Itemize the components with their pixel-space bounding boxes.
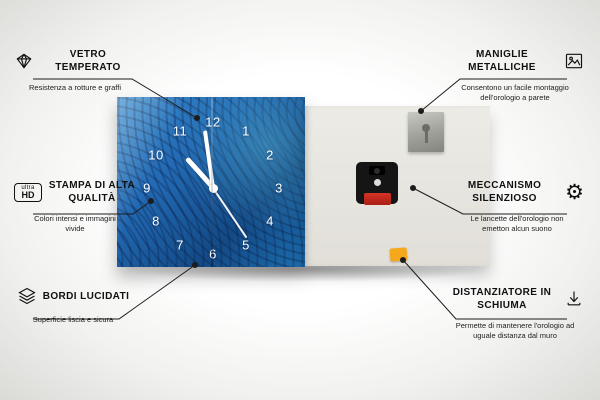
clock-number: 2 <box>266 147 274 163</box>
mechanism-stem <box>374 179 381 186</box>
clock-number: 3 <box>275 180 283 196</box>
clock-number: 6 <box>209 246 217 262</box>
callout-title: MANIGLIE METALLICHE <box>468 49 536 73</box>
hanger-keyhole <box>422 124 430 132</box>
callout-title: MECCANISMO SILENZIOSO <box>467 180 542 204</box>
callout-title: DISTANZIATORE IN SCHIUMA <box>452 287 552 311</box>
clock-number: 5 <box>242 237 250 253</box>
clock-face-front: 12 1 2 3 4 5 6 7 8 9 10 11 <box>117 97 305 267</box>
clock-mechanism <box>356 162 398 205</box>
callout-header: ⚙ MECCANISMO SILENZIOSO <box>450 179 584 205</box>
clock-hour-hand <box>184 156 216 190</box>
callout-header: ultra HD STAMPA DI ALTA QUALITÀ <box>14 179 136 205</box>
callout-header: BORDI LUCIDATI <box>14 286 132 306</box>
foam-spacer <box>389 247 408 262</box>
gear-icon: ⚙ <box>565 180 584 204</box>
callout-title: BORDI LUCIDATI <box>42 290 130 302</box>
ultra-hd-label-top: ultra <box>21 184 35 191</box>
layers-icon <box>17 286 37 306</box>
clock-number: 1 <box>242 123 250 139</box>
diamond-icon <box>14 51 34 71</box>
clock-number: 11 <box>172 123 188 139</box>
callout-description: Permette di mantenere l'orologio ad ugua… <box>455 321 575 341</box>
clock-number: 9 <box>143 180 151 196</box>
callout-maniglie-metalliche: MANIGLIE METALLICHE Consentono un facile… <box>446 48 584 103</box>
callout-description: Resistenza a rotture e graffi <box>29 83 121 92</box>
callout-bordi-lucidati: BORDI LUCIDATI Superficie liscia e sicur… <box>14 286 132 325</box>
callout-description: Superficie liscia e sicura <box>32 315 114 324</box>
arrow-down-icon <box>564 289 584 309</box>
battery <box>364 193 391 205</box>
ultra-hd-label-bottom: HD <box>21 189 35 200</box>
hanger-keyslot <box>424 129 428 143</box>
callout-description: Le lancette dell'orologio non emetton al… <box>470 214 564 234</box>
callout-header: MANIGLIE METALLICHE <box>446 48 584 74</box>
callout-title: VETRO TEMPERATO <box>55 49 121 73</box>
callout-description: Consentono un facile montaggio dell'orol… <box>461 83 569 103</box>
callout-stampa-alta-qualita: ultra HD STAMPA DI ALTA QUALITÀ Colori i… <box>14 179 136 234</box>
callout-header: VETRO TEMPERATO <box>14 48 136 74</box>
callout-distanziatore-schiuma: DISTANZIATORE IN SCHIUMA Permette di man… <box>446 286 584 341</box>
callout-title: STAMPA DI ALTA QUALITÀ <box>48 180 136 204</box>
ultra-hd-icon: ultra HD <box>14 182 42 202</box>
clock-second-hand <box>212 187 248 239</box>
mechanism-hole <box>374 168 380 174</box>
clock-number: 8 <box>152 213 160 229</box>
clock-number: 7 <box>176 237 184 253</box>
clock-number: 10 <box>148 147 164 163</box>
callout-description: Colori intensi e immagini vivide <box>34 214 116 234</box>
callout-vetro-temperato: VETRO TEMPERATO Resistenza a rotture e g… <box>14 48 136 93</box>
clock-number: 4 <box>266 213 274 229</box>
clock-back-panel <box>305 106 490 266</box>
clock-number: 12 <box>205 114 221 130</box>
callout-meccanismo-silenzioso: ⚙ MECCANISMO SILENZIOSO Le lancette dell… <box>450 179 584 234</box>
mechanism-hanging-slot <box>369 166 385 175</box>
callout-header: DISTANZIATORE IN SCHIUMA <box>446 286 584 312</box>
clock-center-cap <box>209 184 218 193</box>
metal-hanger-plate <box>408 112 444 152</box>
picture-frame-icon <box>564 51 584 71</box>
